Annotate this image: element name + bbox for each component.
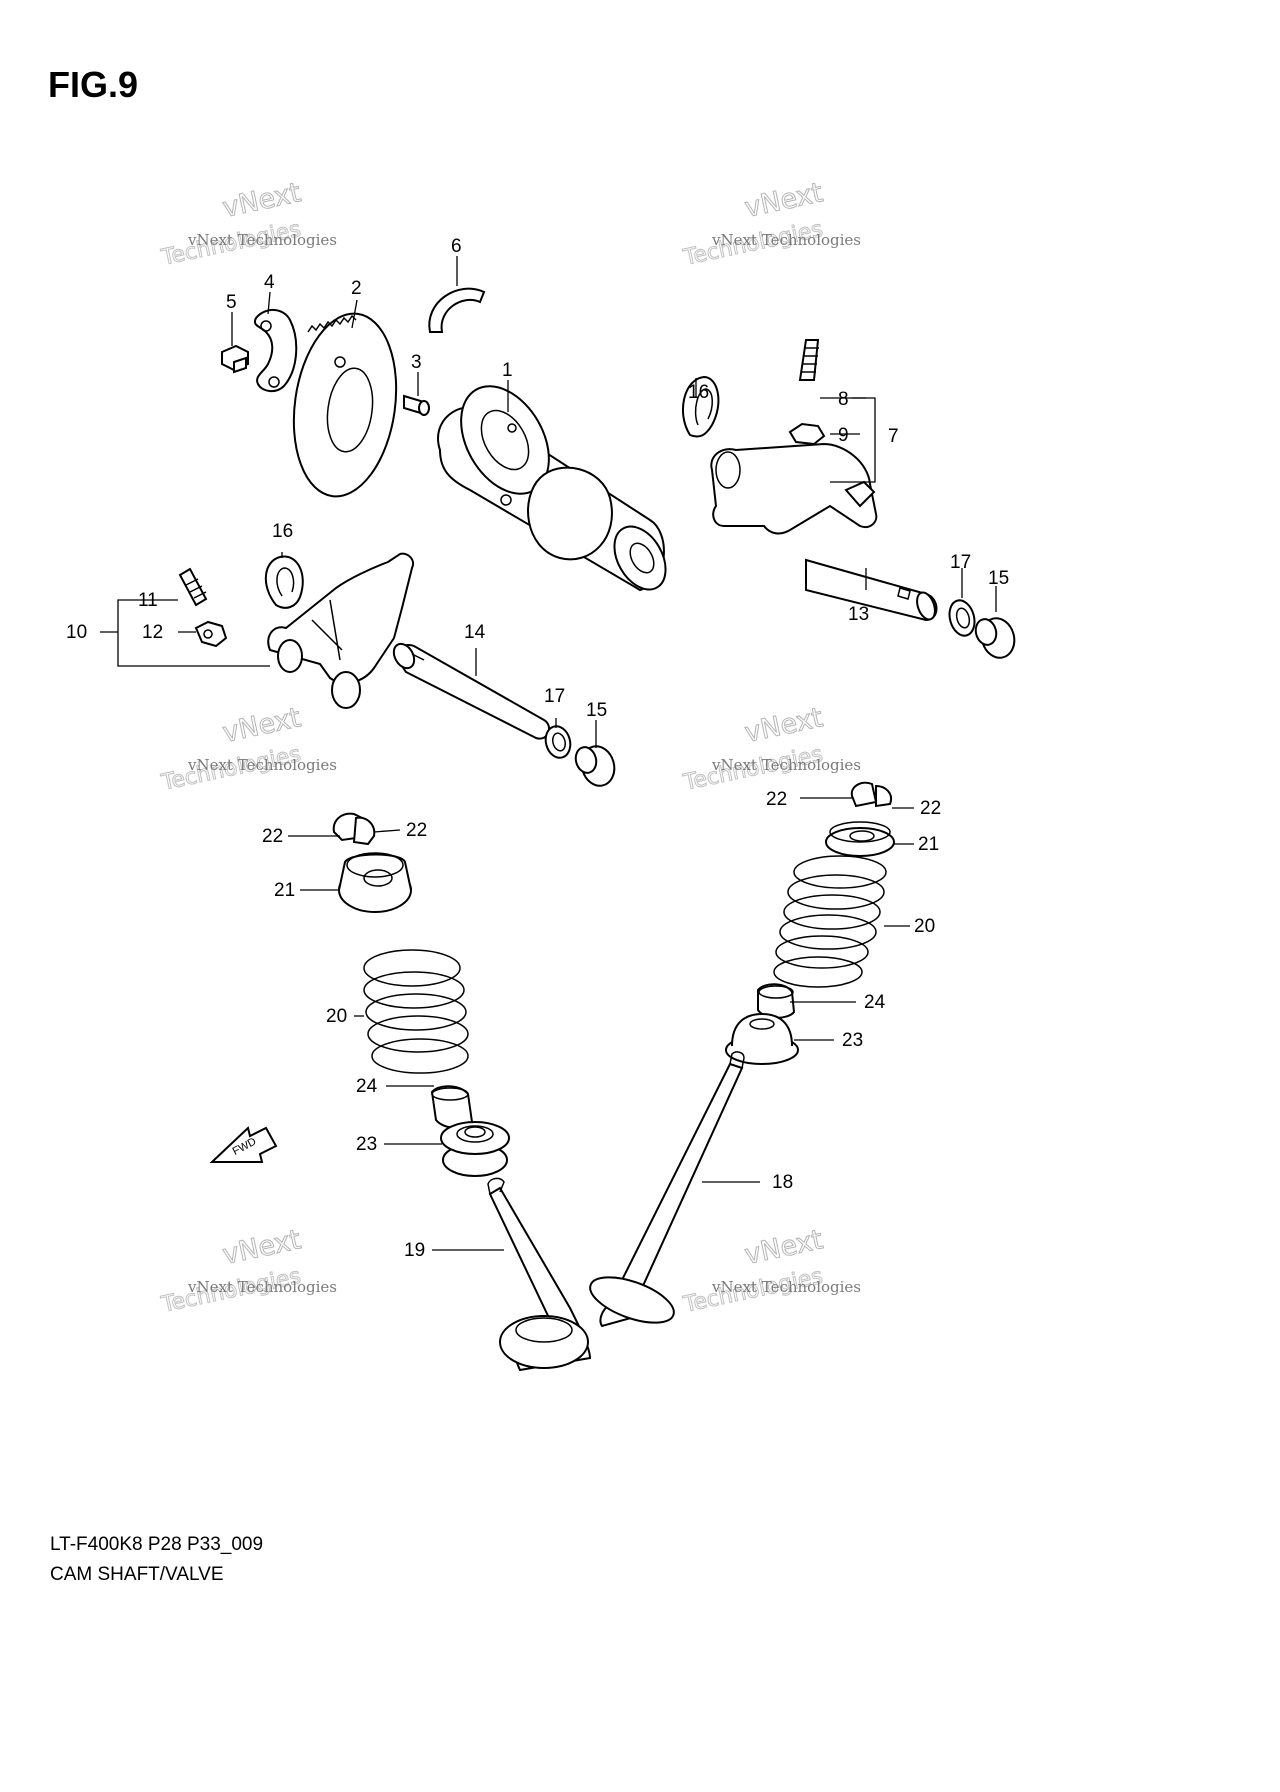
watermark-text: vNext Technologies (711, 1278, 861, 1296)
part-21-spring-retainer-left (338, 852, 412, 913)
part-2-cam-sprocket (292, 312, 398, 498)
callout-16-upper: 16 (688, 382, 709, 403)
part-12-lock-nut-left (194, 620, 228, 648)
part-16-clip-lower (264, 555, 304, 609)
part-15-bolt-right (974, 617, 1016, 659)
watermark-vnext: vNext (220, 1224, 304, 1271)
part-5-bolt (221, 344, 249, 374)
callout-21-right: 21 (918, 834, 939, 855)
watermark-top-left: vNext Technologies (158, 177, 304, 272)
callout-23-left: 23 (356, 1134, 377, 1155)
part-3-pin (403, 394, 430, 416)
callout-17-right: 17 (950, 552, 971, 573)
part-17-o-ring-right (948, 599, 976, 637)
watermark-bottom-right: vNext Technologies (680, 1224, 826, 1319)
watermark-vnext: vNext (742, 177, 826, 224)
callout-4: 4 (264, 272, 275, 293)
diagram-footer: LT-F400K8 P28 P33_009 CAM SHAFT/VALVE (50, 1530, 263, 1590)
part-1-camshaft (437, 385, 667, 592)
part-23-spring-seat-right (725, 1012, 799, 1065)
callout-8: 8 (838, 389, 849, 410)
watermark-vnext: vNext (220, 702, 304, 749)
callout-20-left: 20 (326, 1006, 347, 1027)
callout-1: 1 (502, 360, 513, 381)
section-name: CAM SHAFT/VALVE (50, 1564, 224, 1585)
callout-21-left: 21 (274, 880, 295, 901)
callout-22-right-b: 22 (920, 798, 941, 819)
callout-15-left: 15 (586, 700, 607, 721)
callout-22-left-a: 22 (262, 826, 283, 847)
callout-20-right: 20 (914, 916, 935, 937)
part-20-valve-spring-left (363, 949, 469, 1074)
part-11-adjuster-screw-left (178, 567, 208, 607)
callout-15-right: 15 (988, 568, 1009, 589)
part-16-clip-upper (682, 375, 720, 438)
watermark-text: vNext Technologies (187, 756, 337, 774)
watermark-text: vNext Technologies (711, 756, 861, 774)
callout-11: 11 (138, 590, 158, 611)
part-23-spring-seat-left (440, 1121, 510, 1177)
part-8-adjuster-screw (798, 339, 820, 381)
figure-title: FIG.9 (48, 64, 139, 105)
part-9-lock-nut (788, 422, 826, 446)
callout-3: 3 (411, 352, 422, 373)
part-13-rocker-shaft-exhaust (805, 558, 938, 622)
callout-13: 13 (848, 604, 869, 625)
watermark-text: vNext Technologies (187, 1278, 337, 1296)
callout-5: 5 (226, 292, 237, 313)
callout-18: 18 (772, 1172, 793, 1193)
part-15-bolt-left (574, 745, 616, 787)
part-4-retaining-plate (254, 309, 298, 392)
watermark-vnext: vNext (742, 1224, 826, 1271)
watermark-text: vNext Technologies (711, 231, 861, 249)
part-21-spring-retainer-right (825, 821, 895, 857)
callout-22-left-b: 22 (406, 820, 427, 841)
callout-6: 6 (451, 236, 462, 257)
part-22-cotters-left (332, 812, 376, 846)
callout-19: 19 (404, 1240, 425, 1261)
part-14-rocker-shaft-intake (392, 642, 551, 740)
callout-17-left: 17 (544, 686, 565, 707)
watermark-top-right: vNext Technologies (680, 177, 826, 272)
callout-2: 2 (351, 278, 362, 299)
callout-9: 9 (838, 425, 849, 446)
part-6-c-ring (428, 287, 486, 333)
watermark-vnext: vNext (742, 702, 826, 749)
callout-12: 12 (142, 622, 163, 643)
callout-7: 7 (888, 426, 899, 447)
callout-24-right: 24 (864, 992, 886, 1013)
callout-22-right-a: 22 (766, 789, 787, 810)
callout-10: 10 (66, 622, 87, 643)
leader-lines (100, 256, 997, 1251)
part-22-cotters-right (850, 781, 892, 808)
watermark-text: vNext Technologies (187, 231, 337, 249)
part-19-intake-valve (487, 1177, 592, 1372)
part-17-o-ring-left (544, 725, 572, 759)
part-18-exhaust-valve (589, 1051, 745, 1328)
fwd-direction-arrow: FWD (209, 1126, 278, 1163)
part-7-rocker-arm-exhaust (710, 442, 878, 535)
watermark-mid-left: vNext Technologies (158, 702, 304, 797)
model-code: LT-F400K8 P28 P33_009 (50, 1534, 264, 1555)
part-24-oil-seal-right (757, 983, 796, 1019)
callout-labels: 5 4 2 3 6 1 16 8 9 7 13 17 15 16 11 12 1… (66, 236, 1009, 1261)
part-20-valve-spring-right (773, 855, 887, 988)
watermark-bottom-left: vNext Technologies (158, 1224, 304, 1319)
callout-14: 14 (464, 622, 486, 643)
watermark-vnext: vNext (220, 177, 304, 224)
callout-24-left: 24 (356, 1076, 378, 1097)
part-10-rocker-arm-intake (267, 552, 414, 709)
callout-16-lower: 16 (272, 521, 293, 542)
callout-23-right: 23 (842, 1030, 863, 1051)
watermark-mid-right: vNext Technologies (680, 702, 826, 797)
